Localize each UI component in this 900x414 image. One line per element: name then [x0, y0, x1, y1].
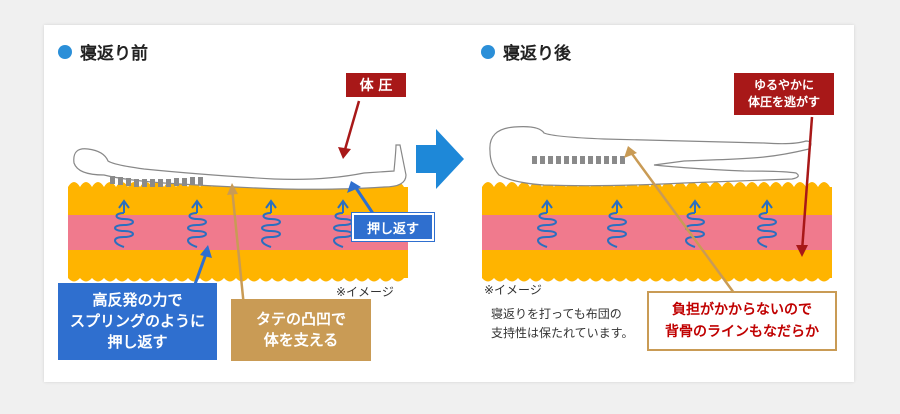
before-spine — [110, 176, 203, 187]
before-pressure-tag: 体 圧 — [346, 73, 406, 97]
spring-icon — [607, 199, 627, 248]
pushback-tag: 押し返す — [352, 213, 434, 241]
spring-icon — [333, 199, 353, 248]
before-title: 寝返り前 — [58, 39, 148, 64]
after-pointer-arrows — [624, 116, 814, 294]
comparison-card: 寝返り前 — [44, 25, 854, 382]
after-title-text: 寝返り後 — [503, 44, 571, 64]
before-title-text: 寝返り前 — [80, 44, 148, 64]
spring-explanation-box: 高反発の力で スプリングのように 押し返す — [58, 283, 217, 360]
before-pointer-arrows — [192, 100, 376, 308]
spine-explanation-box: 負担がかからないので 背骨のラインもなだらか — [647, 291, 837, 351]
support-explanation-box: タテの凸凹で 体を支える — [231, 299, 371, 361]
after-mattress — [482, 182, 832, 282]
support-note: 寝返りを打っても布団の 支持性は保たれています。 — [491, 307, 634, 340]
before-image-note: ※イメージ — [336, 285, 394, 299]
before-springs — [114, 199, 353, 248]
spring-icon — [757, 199, 777, 248]
after-pressure-tag: ゆるやかに 体圧を逃がす — [734, 73, 834, 115]
spring-icon — [187, 199, 207, 248]
spring-icon — [261, 199, 281, 248]
spring-icon — [537, 199, 557, 248]
after-body-outline — [489, 126, 812, 187]
bullet-dot-icon — [481, 44, 495, 59]
after-title: 寝返り後 — [481, 39, 571, 64]
before-pressure-text: 体 圧 — [359, 78, 393, 94]
after-image-note: ※イメージ — [484, 283, 542, 297]
illustration-svg — [68, 100, 832, 308]
bullet-dot-icon — [58, 44, 72, 59]
spring-icon — [114, 199, 134, 248]
right-arrow-icon — [416, 129, 464, 189]
pushback-text: 押し返す — [366, 221, 419, 237]
after-spine — [532, 156, 625, 164]
after-springs — [537, 199, 777, 248]
